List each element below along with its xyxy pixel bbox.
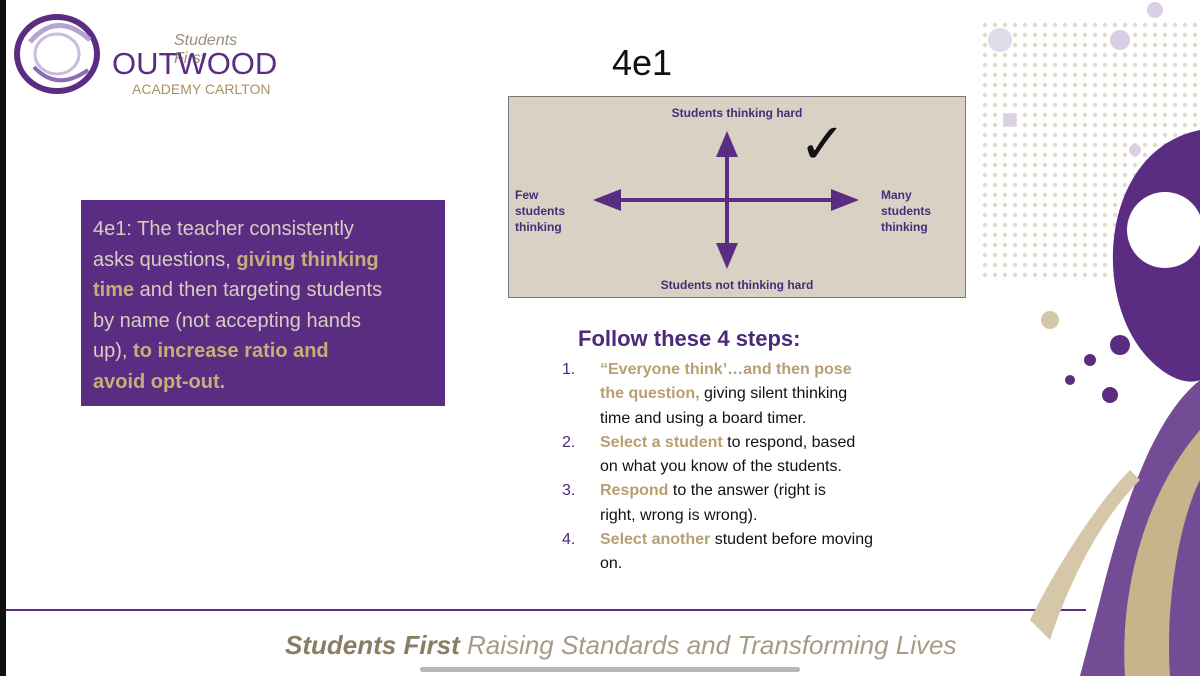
- window-edge: [0, 0, 6, 676]
- definition-emphasis: to increase ratio and: [133, 340, 329, 362]
- step-item: 4. Select another student before moving on…: [560, 528, 930, 577]
- logo-tagline: Students First: [174, 32, 238, 67]
- step-emphasis: Respond: [600, 482, 669, 500]
- label-many-line: thinking: [881, 220, 928, 234]
- step-line: Select a student to respond, based: [600, 431, 930, 455]
- step-number: 2.: [562, 433, 576, 451]
- definition-emphasis: avoid opt-out.: [93, 370, 226, 393]
- step-text: time and using a board timer.: [600, 409, 807, 427]
- label-few-students: Few students thinking: [515, 187, 585, 235]
- definition-text-part: up),: [93, 340, 134, 362]
- steps-heading: Follow these 4 steps:: [578, 326, 801, 351]
- definition-text-part: by name (not accepting hands: [93, 309, 361, 332]
- definition-text: 4e1: The teacher consistently asks questi…: [93, 214, 433, 397]
- label-many-line: Many: [881, 188, 912, 202]
- label-few-line: thinking: [515, 220, 562, 234]
- label-few-line: Few: [515, 188, 539, 202]
- label-few-line: students: [515, 204, 566, 218]
- checkmark-icon: ✓: [799, 112, 846, 177]
- definition-line: time and then targeting students: [93, 275, 433, 306]
- step-emphasis: the question,: [600, 385, 700, 403]
- logo-school: ACADEMY CARLTON: [132, 81, 271, 97]
- decorative-splash-art: [980, 2, 1200, 676]
- definition-line: up), to increase ratio and: [93, 336, 433, 367]
- definition-text-part: asks questions,: [93, 248, 237, 271]
- definition-text-part: and then targeting students: [134, 279, 383, 301]
- step-item: 1. “Everyone think’…and then pose the ques…: [560, 358, 930, 431]
- step-text: right, wrong is wrong).: [600, 506, 758, 524]
- step-item: 3. Respond to the answer (right is right, …: [560, 479, 930, 528]
- arrow-left-icon: [593, 189, 621, 211]
- arrow-up-icon: [716, 131, 738, 157]
- definition-emphasis: time: [93, 279, 135, 301]
- definition-line: asks questions, giving thinking: [93, 245, 433, 276]
- footer-bold: Students First: [285, 630, 460, 660]
- matrix-arrows: [593, 131, 859, 269]
- definition-line: avoid opt-out.: [93, 367, 433, 398]
- horizontal-scrollbar[interactable]: [420, 667, 800, 672]
- step-number: 3.: [562, 482, 576, 500]
- definition-box: 4e1: The teacher consistently asks questi…: [81, 200, 445, 406]
- steps-list: 1. “Everyone think’…and then pose the ques…: [560, 358, 930, 577]
- step-text: giving silent thinking: [699, 385, 848, 403]
- step-emphasis: “Everyone think’…and then pose: [600, 361, 852, 378]
- thinking-matrix: Students thinking hard Students not thin…: [508, 96, 966, 298]
- label-not-thinking-hard: Students not thinking hard: [660, 278, 814, 292]
- school-logo: Students First OUTWOOD ACADEMY CARLTON: [12, 12, 277, 97]
- step-line: “Everyone think’…and then pose: [600, 358, 930, 382]
- arrow-down-icon: [716, 243, 738, 269]
- label-many-students: Many students thinking: [881, 187, 951, 235]
- logo-name: OUTWOOD: [112, 46, 278, 81]
- step-item: 2. Select a student to respond, based on w…: [560, 431, 930, 480]
- step-text: on.: [600, 555, 623, 573]
- step-text: on what you know of the students.: [600, 458, 842, 476]
- step-line: on what you know of the students.: [600, 455, 930, 479]
- step-text: student before moving: [710, 531, 874, 549]
- definition-text-part: 4e1: The teacher consistently: [93, 218, 354, 240]
- footer-slogan: Students First Raising Standards and Tra…: [285, 630, 956, 661]
- step-emphasis: Select another: [600, 531, 711, 549]
- definition-line: by name (not accepting hands: [93, 306, 433, 337]
- step-line: on.: [600, 552, 930, 576]
- slide-title: 4e1: [612, 42, 673, 83]
- step-line: the question, giving silent thinking: [600, 382, 930, 406]
- label-thinking-hard: Students thinking hard: [671, 106, 803, 120]
- step-line: Select another student before moving: [600, 528, 930, 552]
- definition-line: 4e1: The teacher consistently: [93, 214, 433, 245]
- step-line: right, wrong is wrong).: [600, 504, 930, 528]
- step-line: Respond to the answer (right is: [600, 479, 930, 503]
- step-line: time and using a board timer.: [600, 407, 930, 431]
- definition-emphasis: giving thinking: [236, 248, 379, 271]
- footer-divider: [6, 609, 1086, 611]
- step-number: 1.: [562, 361, 576, 378]
- step-number: 4.: [562, 531, 576, 549]
- arrow-right-icon: [831, 189, 859, 211]
- label-many-line: students: [881, 204, 932, 218]
- step-text: to respond, based: [722, 433, 856, 451]
- step-text: to the answer (right is: [668, 482, 826, 500]
- footer-rest: Raising Standards and Transforming Lives: [459, 630, 957, 660]
- step-emphasis: Select a student: [600, 433, 723, 451]
